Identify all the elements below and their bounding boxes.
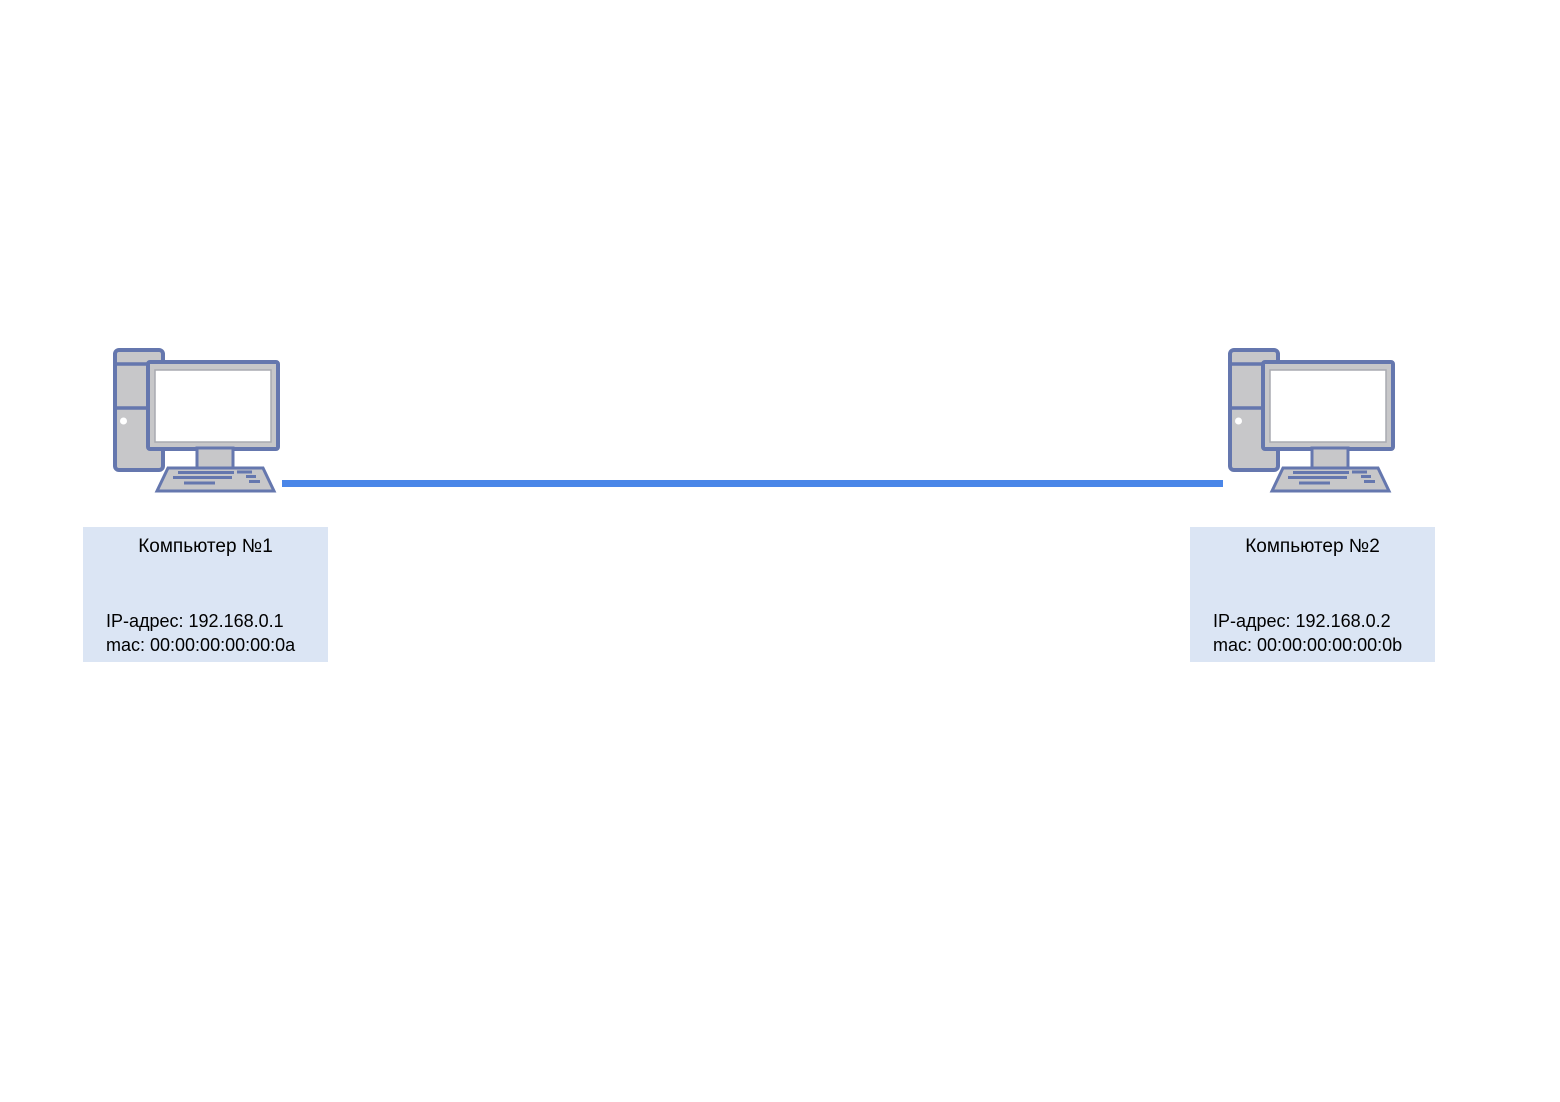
node-mac-address: mac: 00:00:00:00:00:0b: [1213, 634, 1403, 655]
monitor-icon: [1261, 360, 1395, 470]
network-link-line: [282, 480, 1223, 487]
desktop-computer-icon-2: [1228, 348, 1395, 493]
keyboard-icon: [1269, 466, 1392, 493]
node-details: IP-адрес: 192.168.0.1 mac: 00:00:00:00:0…: [83, 610, 328, 657]
keyboard-icon: [154, 466, 277, 493]
node-ip-address: IP-адрес: 192.168.0.1: [106, 611, 284, 631]
node-details: IP-адрес: 192.168.0.2 mac: 00:00:00:00:0…: [1190, 610, 1435, 657]
node-title: Компьютер №1: [138, 536, 273, 557]
desktop-computer-icon-1: [113, 348, 280, 493]
node-title: Компьютер №2: [1245, 536, 1380, 557]
node-ip-address: IP-адрес: 192.168.0.2: [1213, 611, 1391, 631]
node-mac-address: mac: 00:00:00:00:00:0a: [106, 634, 296, 655]
node-label-card-1: Компьютер №1 IP-адрес: 192.168.0.1 mac: …: [83, 527, 328, 662]
node-label-card-2: Компьютер №2 IP-адрес: 192.168.0.2 mac: …: [1190, 527, 1435, 662]
monitor-icon: [146, 360, 280, 470]
